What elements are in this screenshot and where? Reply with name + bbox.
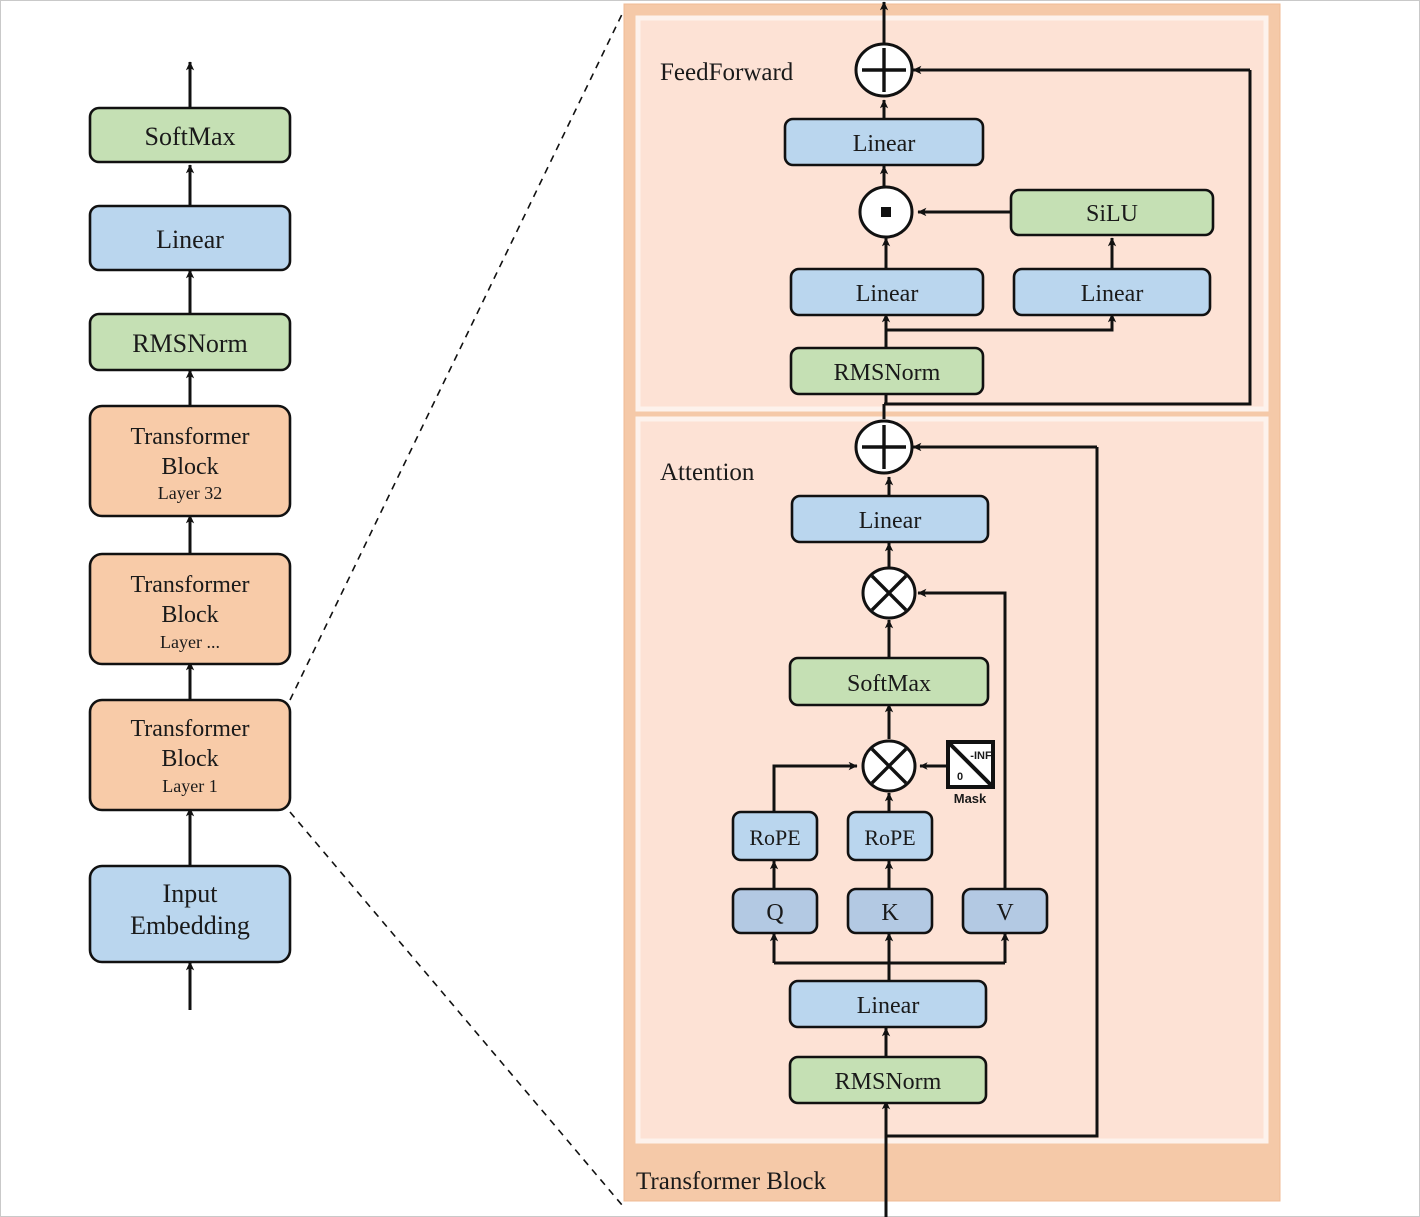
node-attention-rmsnorm[interactable]: RMSNorm — [788, 1055, 988, 1105]
node-label: RMSNorm — [835, 1069, 942, 1095]
node-ff-linear-out[interactable]: Linear — [783, 117, 985, 167]
node-transformer-block-layer-dots[interactable]: Transformer Block Layer ... — [88, 552, 292, 666]
node-label: Linear — [857, 993, 920, 1019]
attention-label: Attention — [660, 459, 755, 486]
mask-label: Mask — [954, 791, 987, 806]
feedforward-label: FeedForward — [660, 59, 794, 86]
node-label-line1: Input — [163, 879, 219, 908]
node-label-line2: Block — [161, 746, 218, 772]
causal-mask-icon: -INF 0 Mask — [946, 740, 995, 806]
attention-edges — [769, 404, 1099, 1217]
node-ff-rmsnorm[interactable]: RMSNorm — [789, 346, 985, 396]
node-rope-query[interactable]: RoPE — [731, 810, 819, 862]
node-label: Linear — [156, 225, 224, 254]
node-rmsnorm-final[interactable]: RMSNorm — [88, 312, 292, 372]
node-label: RMSNorm — [834, 360, 941, 386]
node-ff-linear-gate[interactable]: Linear — [789, 267, 985, 317]
node-transformer-block-layer-1[interactable]: Transformer Block Layer 1 — [88, 698, 292, 812]
node-label-line1: Transformer — [130, 424, 249, 450]
node-label-line2: Embedding — [130, 911, 250, 940]
node-softmax-output[interactable]: SoftMax — [88, 106, 292, 164]
node-linear-output[interactable]: Linear — [88, 204, 292, 272]
node-input-embedding[interactable]: Input Embedding — [88, 864, 292, 964]
node-label: Linear — [1081, 281, 1144, 307]
mask-upper-value: -INF — [970, 750, 992, 762]
node-key[interactable]: K — [846, 887, 934, 935]
detail-outer-label: Transformer Block — [636, 1168, 827, 1195]
zoom-connector-lines — [289, 7, 626, 1206]
node-label: Q — [766, 900, 783, 926]
node-attention-softmax[interactable]: SoftMax — [788, 656, 990, 707]
node-label: RoPE — [749, 825, 800, 850]
node-label: Linear — [859, 508, 922, 534]
mask-lower-value: 0 — [957, 771, 963, 783]
node-rope-key[interactable]: RoPE — [846, 810, 934, 862]
node-label-line2: Block — [161, 602, 218, 628]
node-label-line1: Transformer — [130, 716, 249, 742]
node-label: V — [996, 900, 1014, 926]
node-ff-linear-up[interactable]: Linear — [1012, 267, 1212, 317]
node-attention-output-linear[interactable]: Linear — [790, 494, 990, 544]
node-transformer-block-layer-32[interactable]: Transformer Block Layer 32 — [88, 404, 292, 518]
node-attention-qkv-linear[interactable]: Linear — [788, 979, 988, 1029]
node-value[interactable]: V — [961, 887, 1049, 935]
node-label-line2: Block — [161, 454, 218, 480]
node-label: RoPE — [864, 825, 915, 850]
node-label: K — [881, 900, 899, 926]
node-sublabel: Layer 32 — [158, 483, 222, 503]
node-silu[interactable]: SiLU — [1009, 188, 1215, 237]
attention-residual-add-node — [854, 419, 914, 475]
node-label-line1: Transformer — [130, 572, 249, 598]
attention-matmul-qk-node — [861, 739, 917, 793]
node-label: SoftMax — [145, 122, 236, 151]
node-label: Linear — [853, 131, 916, 157]
node-sublabel: Layer 1 — [162, 776, 217, 796]
node-label: SiLU — [1086, 201, 1138, 227]
node-sublabel: Layer ... — [160, 632, 220, 652]
node-label: Linear — [856, 281, 919, 307]
node-query[interactable]: Q — [731, 887, 819, 935]
node-label: RMSNorm — [132, 329, 248, 358]
node-label: SoftMax — [847, 671, 931, 697]
attention-matmul-value-node — [861, 566, 917, 620]
ff-elementwise-multiply-node — [858, 185, 914, 239]
ff-residual-add-node — [854, 42, 914, 98]
